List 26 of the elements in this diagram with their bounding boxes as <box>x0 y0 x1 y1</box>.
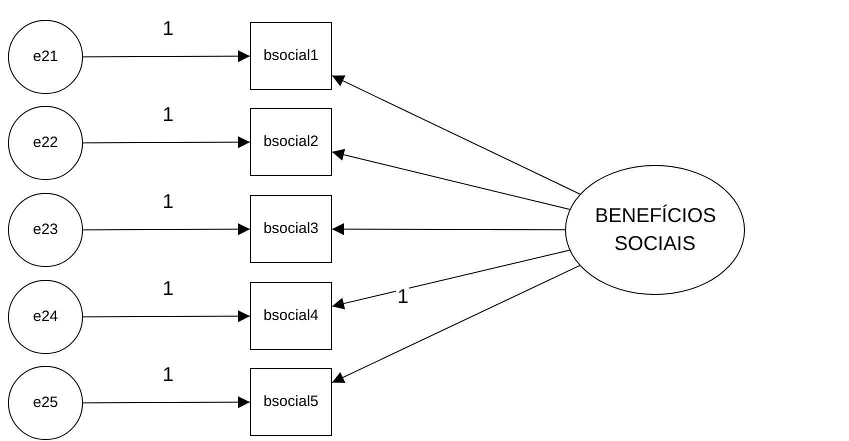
arrow <box>332 223 566 236</box>
variable-box <box>250 22 332 90</box>
variable-box <box>250 195 332 263</box>
node-label: BENEFÍCIOS SOCIAIS <box>595 204 715 257</box>
node-label: e21 <box>32 46 58 67</box>
arrow <box>82 396 250 408</box>
node-label: bsocial4 <box>263 306 319 326</box>
variable-box <box>250 282 332 350</box>
node-label: bsocial5 <box>263 392 319 412</box>
arrow <box>332 265 580 384</box>
node-label: e25 <box>32 392 58 413</box>
arrow <box>82 223 250 236</box>
node-label: bsocial3 <box>263 218 319 239</box>
arrow <box>332 75 580 195</box>
arrow <box>332 250 570 310</box>
node-label: bsocial2 <box>263 132 319 152</box>
node-label: e23 <box>32 220 58 240</box>
node-label: bsocial1 <box>263 46 319 66</box>
arrow <box>332 148 570 210</box>
arrow <box>82 50 250 62</box>
node-label: e24 <box>32 306 58 327</box>
node-label: e22 <box>32 132 58 153</box>
arrow <box>82 310 250 322</box>
variable-box <box>250 108 332 176</box>
arrow <box>82 136 250 148</box>
variable-box <box>250 368 332 436</box>
